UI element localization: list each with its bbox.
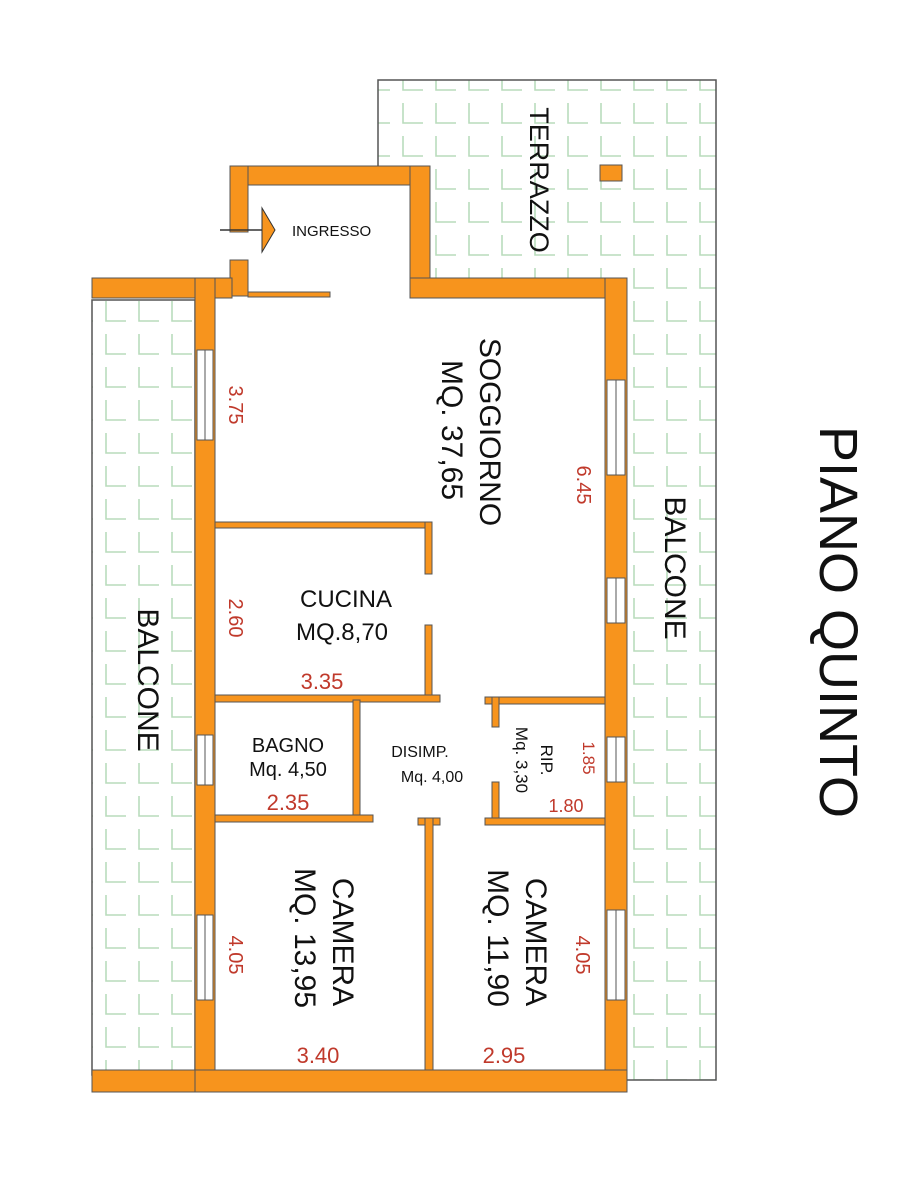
dim-cucina-height: 2.60 (224, 599, 246, 638)
entrance-arrow-icon (220, 206, 276, 254)
wall-top-right (409, 277, 628, 299)
room-soggiorno-name: SOGGIORNO (473, 338, 506, 526)
room-soggiorno-area: MQ. 37,65 (435, 360, 468, 500)
partition-bagno-right (352, 699, 361, 821)
dim-rip-height: 1.85 (579, 741, 598, 774)
entrance-label: INGRESSO (292, 223, 371, 240)
partition-cucina-right-lower (424, 624, 433, 701)
dim-rip-width: 1.80 (548, 796, 583, 816)
interior-fill-main (195, 280, 625, 1090)
dim-soggiorno-right: 6.45 (572, 466, 594, 505)
room-camera-right-name: CAMERA (519, 878, 552, 1006)
wall-balcony-bottom-post (91, 1069, 196, 1093)
wall-entrance-top (229, 165, 431, 186)
room-bagno-area: Mq. 4,50 (249, 759, 327, 781)
partition-rip-bottom (484, 817, 606, 826)
wall-entrance-right (409, 165, 431, 297)
window-lines (204, 350, 617, 1000)
partition-bagno-bottom (214, 814, 374, 823)
balcony-right-label: BALCONE (658, 496, 691, 639)
room-camera-left-area: MQ. 13,95 (288, 868, 321, 1008)
terrace-label: TERRAZZO (524, 107, 554, 253)
dim-camera-right-width: 2.95 (483, 1043, 526, 1068)
dim-camera-right-height: 4.05 (571, 936, 593, 975)
dim-camera-left-height: 4.05 (224, 936, 246, 975)
room-cucina-name: CUCINA (300, 586, 392, 613)
room-rip-area: Mq. 3,30 (512, 727, 531, 793)
room-rip-name: RIP. (537, 745, 556, 776)
dim-bagno-width: 2.35 (267, 790, 310, 815)
room-bagno-name: BAGNO (252, 735, 324, 757)
terrace-marker (599, 164, 623, 182)
balcony-left-label: BALCONE (131, 608, 164, 751)
floor-title: PIANO QUINTO (808, 426, 868, 818)
dim-soggiorno-left: 3.75 (224, 386, 246, 425)
room-camera-left-name: CAMERA (326, 878, 359, 1006)
dim-camera-left-width: 3.40 (297, 1043, 340, 1068)
partition-cucina-bottom (214, 694, 441, 703)
partition-cucina-right-upper (424, 521, 433, 575)
walls (91, 165, 628, 1093)
partitions (214, 291, 606, 1071)
partition-rip-top (484, 696, 606, 705)
wall-entrance-left-lower (229, 259, 249, 297)
partition-entrance-stub (247, 291, 331, 298)
balcony-left-area (91, 299, 196, 1076)
room-camera-right-area: MQ. 11,90 (481, 869, 514, 1007)
room-disimp-name: DISIMP. (391, 744, 449, 761)
partition-cucina-top (214, 521, 431, 529)
dim-cucina-width: 3.35 (301, 669, 344, 694)
partition-rip-left-upper (491, 696, 500, 728)
room-cucina-area: MQ.8,70 (296, 619, 388, 646)
room-disimp-area: Mq. 4,00 (401, 769, 463, 786)
wall-entrance-left-upper (229, 165, 249, 233)
partition-camera-divider (424, 817, 434, 1071)
